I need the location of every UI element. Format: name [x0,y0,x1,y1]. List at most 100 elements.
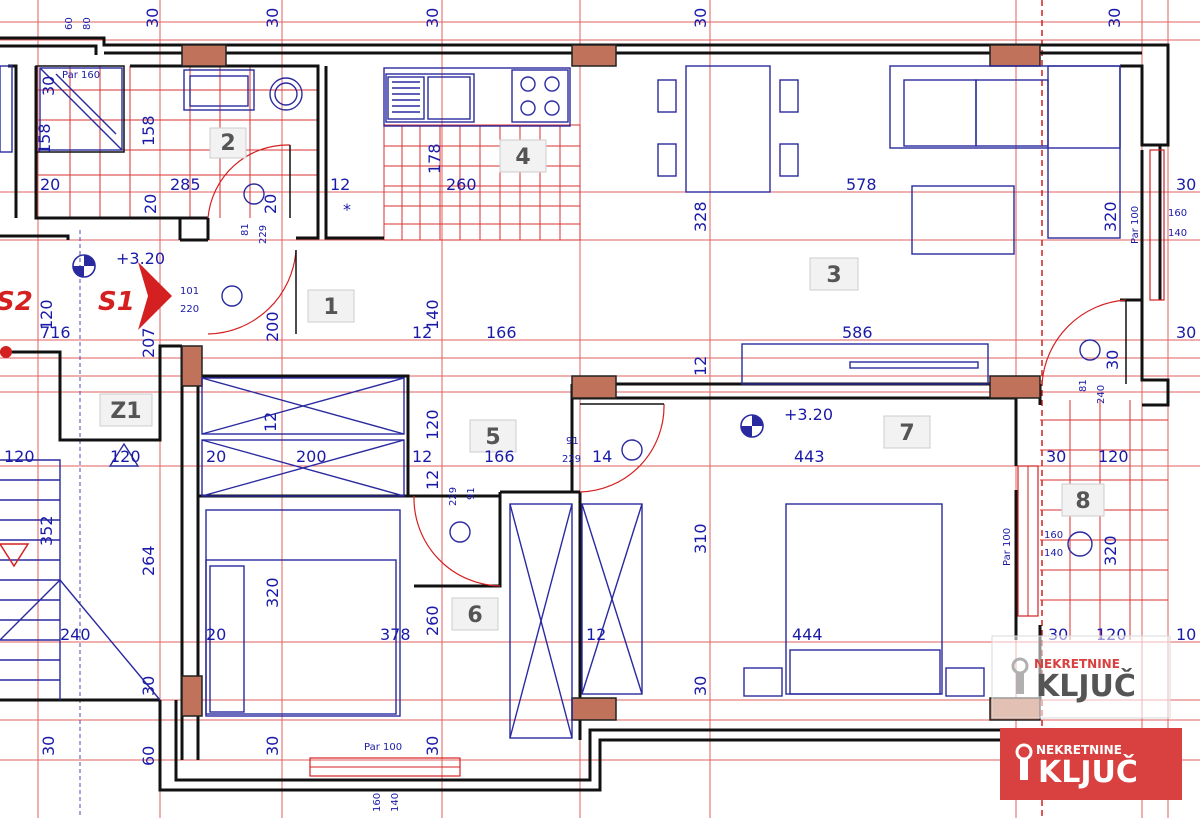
furniture: * [0,65,1121,739]
dim-120-c: 120 [110,447,141,466]
key-icon [1011,657,1029,694]
dim-443: 443 [794,447,825,466]
dim-160-right2: 160 [1044,530,1063,541]
dim-91-a: 91 [566,436,579,447]
dim-240: 240 [1096,385,1107,404]
tag-par-100-a: Par 100 [1130,206,1141,244]
level-1-label: +3.20 [116,249,165,268]
dim-30-door: 30 [1103,350,1122,370]
dim-158-a: 158 [35,123,54,154]
dim-160-bottom: 160 [372,793,383,812]
kitchen-star: * [343,200,351,219]
key-icon-2 [1015,743,1033,780]
watermark-logo-light: NEKRETNINE KLJUČ [991,635,1171,719]
dim-30-right-top: 30 [1176,175,1196,194]
room-1-label: 1 [323,295,338,320]
dim-178: 178 [425,143,444,174]
dim-12-g: 12 [586,625,606,644]
dim-120-d: 120 [423,409,442,440]
dim-top-30a: 30 [143,8,162,28]
room-3-label: 3 [826,263,841,288]
dim-20-c: 20 [261,194,280,214]
dim-200-a: 200 [263,311,282,342]
dim-140-right2: 140 [1044,548,1063,559]
dim-716: 716 [40,323,71,342]
hatched-columns [181,44,1041,721]
section-s2-label: S2 [0,287,33,317]
dim-top-30c: 30 [423,8,442,28]
dim-160-right: 160 [1168,208,1187,219]
level-marker-1 [72,254,96,278]
room-z1-label: Z1 [110,399,141,424]
dim-20-e: 20 [206,625,226,644]
tag-par-100-c: Par 100 [364,742,402,753]
dim-30-bl: 30 [139,676,158,696]
dim-320-b: 320 [263,577,282,608]
dim-top-30d: 30 [691,8,710,28]
dim-260-a: 260 [446,175,477,194]
dim-310: 310 [691,523,710,554]
terrace-tiles [1040,400,1168,640]
dim-10: 10 [1176,625,1196,644]
dim-264: 264 [139,545,158,576]
windows [309,149,1165,777]
room-6-label: 6 [467,603,482,628]
dim-81-b: 81 [1078,379,1089,392]
dim-378: 378 [380,625,411,644]
dim-260-b: 260 [423,605,442,636]
dim-12-d: 12 [412,447,432,466]
dim-101: 101 [180,286,199,297]
tag-par-160: Par 160 [62,70,100,81]
dim-320-a: 320 [1101,201,1120,232]
dim-240-b: 240 [60,625,91,644]
level-2-label: +3.20 [784,405,833,424]
dim-30-right-a: 30 [1176,323,1196,342]
dim-166-a: 166 [486,323,517,342]
dim-30-bm2: 30 [423,736,442,756]
dim-top-60: 60 [64,17,75,30]
dim-20-b: 20 [141,194,160,214]
tag-par-100-b: Par 100 [1002,528,1013,566]
dim-140-right: 140 [1168,228,1187,239]
dim-140: 140 [423,299,442,330]
dim-229-a: 229 [258,225,269,244]
room-2-label: 2 [220,131,235,156]
dim-586: 586 [842,323,873,342]
dim-12-b: 12 [412,323,432,342]
room-4-label: 4 [515,145,530,170]
dim-14: 14 [592,447,612,466]
doors [207,144,1127,587]
dim-top-30b: 30 [263,8,282,28]
dim-578: 578 [846,175,877,194]
logo-brand-top: NEKRETNINE [1034,657,1120,671]
stairs [0,442,161,701]
dim-328: 328 [691,201,710,232]
dim-200-b: 200 [296,447,327,466]
level-marker-2 [740,414,764,438]
room-5-label: 5 [485,425,500,450]
dim-229-b: 229 [562,454,581,465]
dim-220: 220 [180,304,199,315]
dim-320-c: 320 [1101,535,1120,566]
dim-20-a: 20 [40,175,60,194]
dim-166-b: 166 [484,447,515,466]
dim-30-bl2: 30 [39,736,58,756]
dim-120-e: 120 [1098,447,1129,466]
section-arrow-s1 [0,262,172,358]
dim-285: 285 [170,175,201,194]
watermark-logo-red: NEKRETNINE KLJUČ [1000,728,1182,800]
dim-60-b: 60 [139,746,158,766]
dim-12-a: 12 [330,175,350,194]
dim-top-30e: 30 [1105,8,1124,28]
dim-120-a: 120 [37,299,56,330]
logo-brand-main-2: KLJUČ [1038,753,1138,790]
dim-top-80: 80 [82,17,93,30]
dim-12-c: 12 [691,356,710,376]
dim-91-b: 91 [466,487,477,500]
dim-352: 352 [37,515,56,546]
kitchen-tiles [383,124,581,241]
dim-120-b: 120 [4,447,35,466]
dim-30-b: 30 [1046,447,1066,466]
dim-20-d: 20 [206,447,226,466]
